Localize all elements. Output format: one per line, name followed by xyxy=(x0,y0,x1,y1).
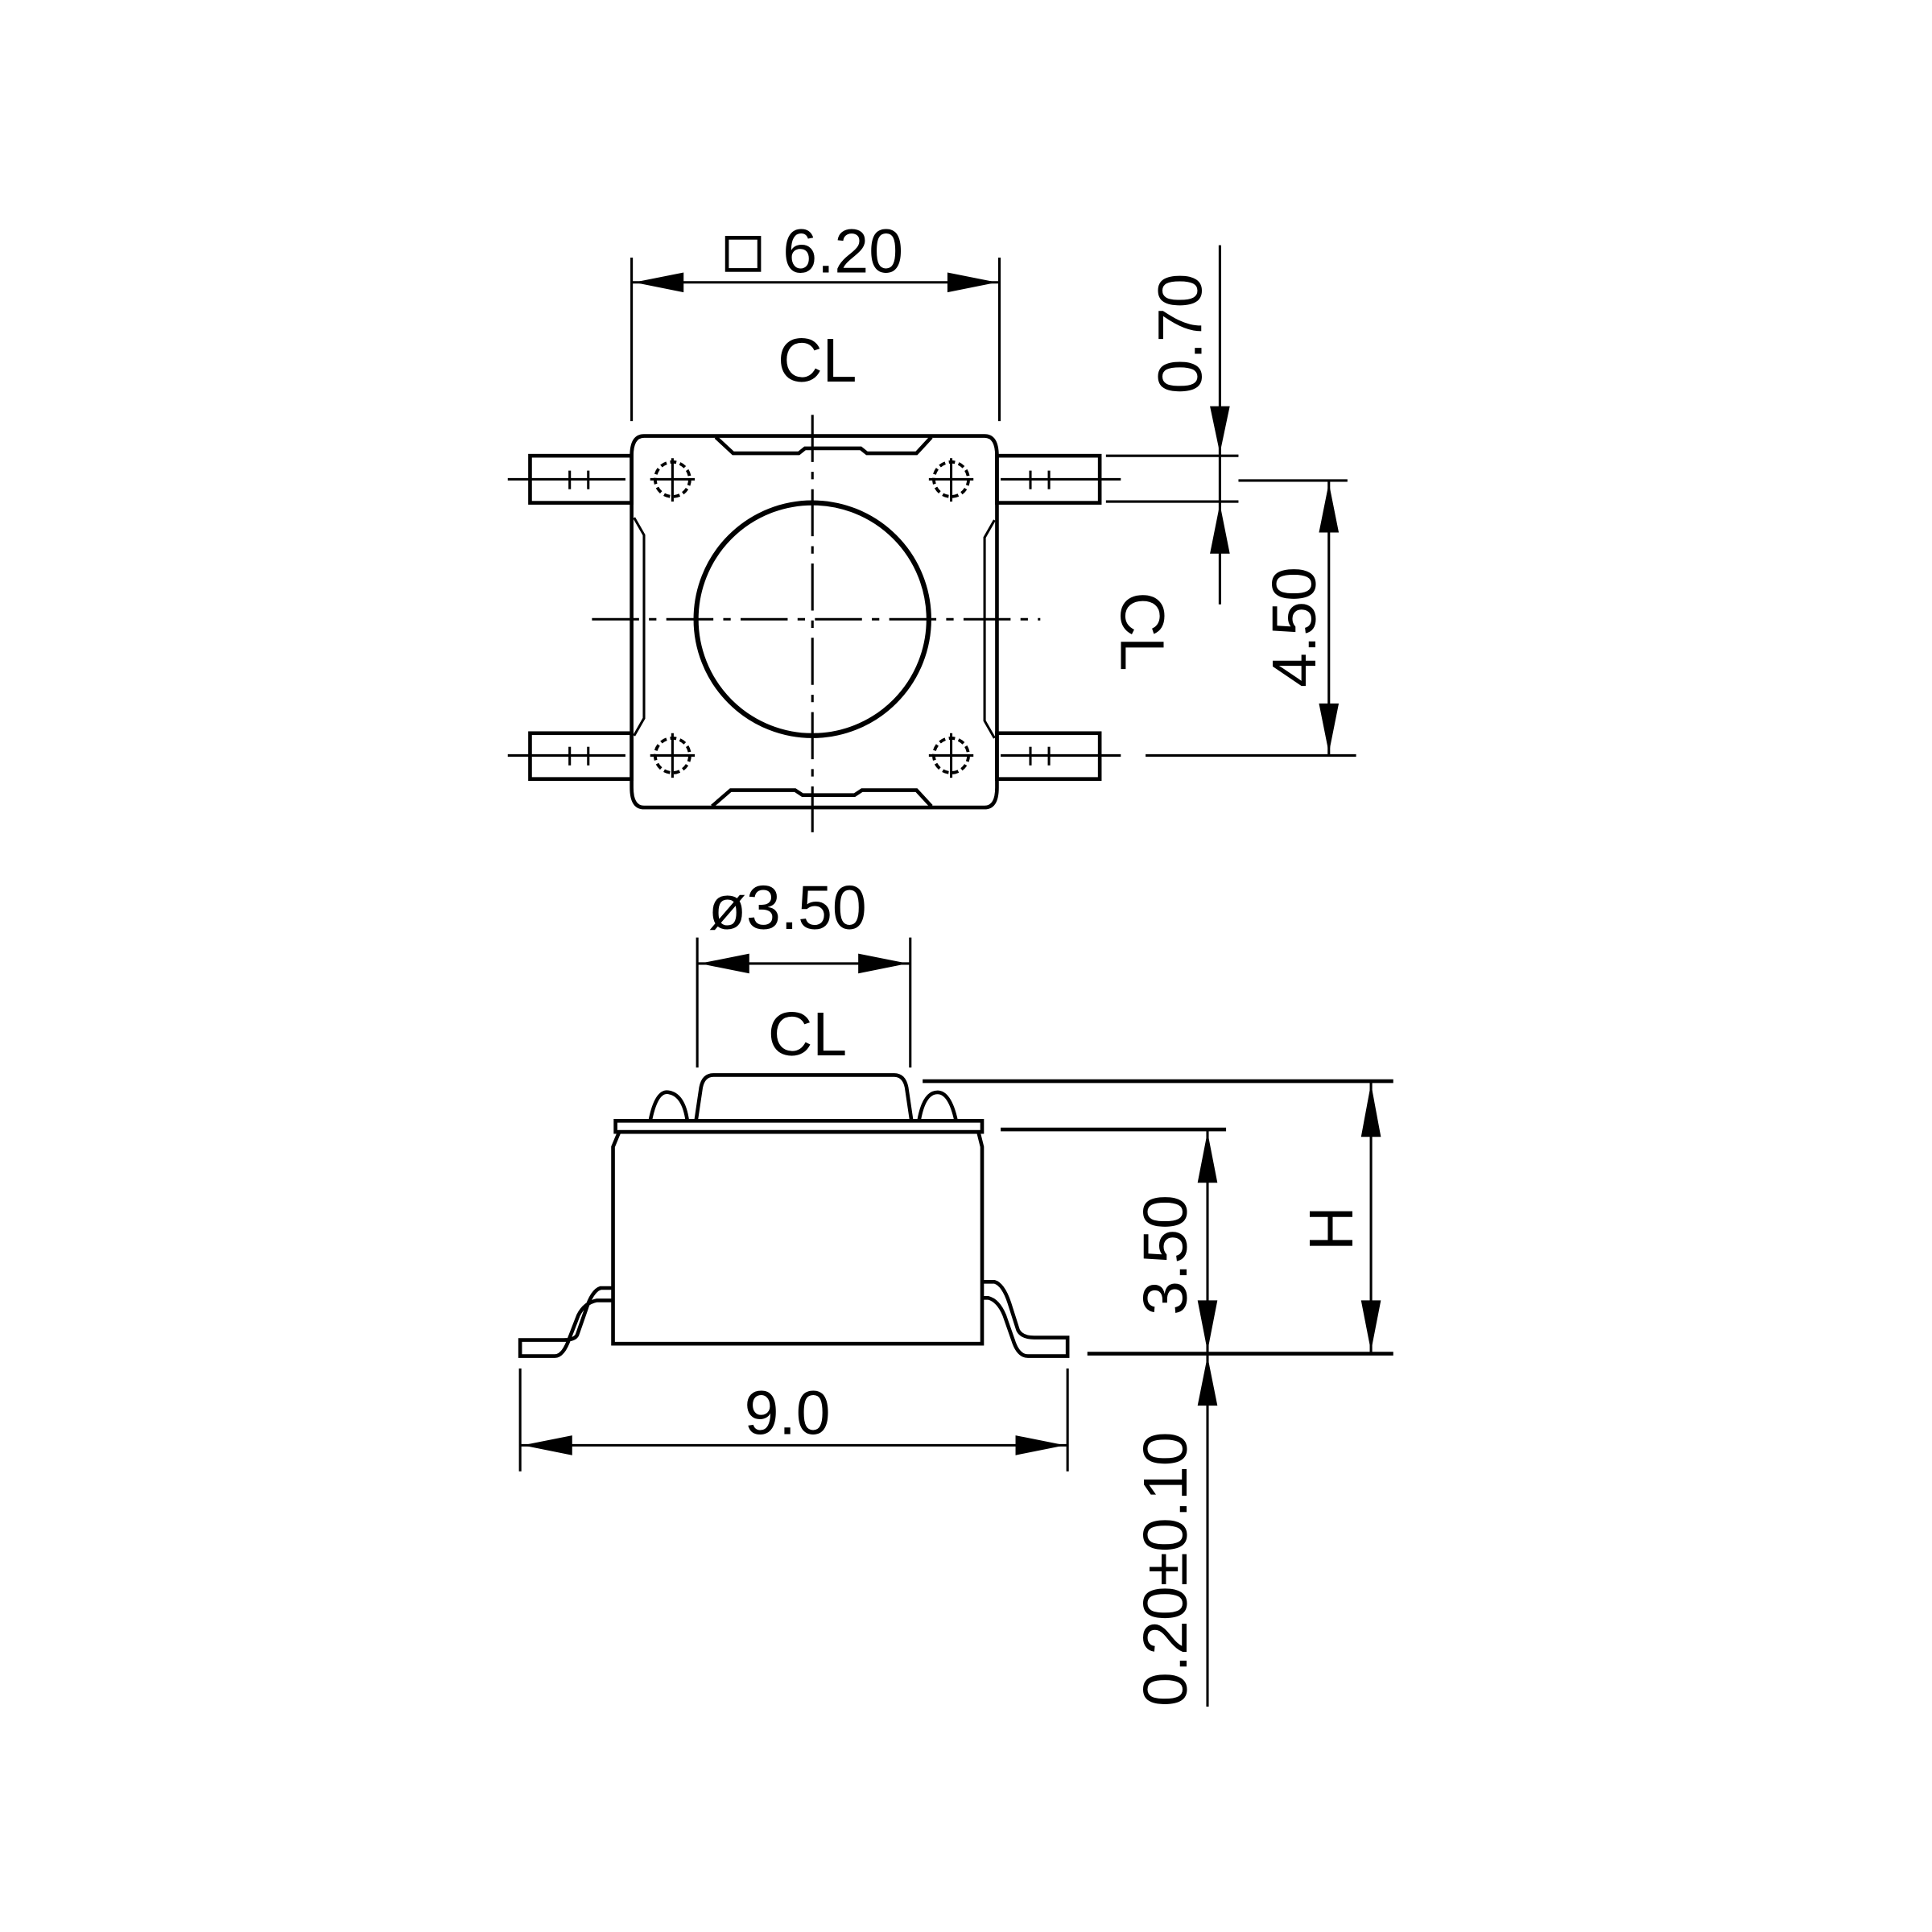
actuator-profile xyxy=(694,1073,914,1121)
dim-width-label: 6.20 xyxy=(782,217,903,286)
body-side-outline xyxy=(611,1129,985,1346)
dim-overall-length-label: 9.0 xyxy=(745,1379,831,1448)
lead-centerlines xyxy=(507,470,1121,766)
dim-standoff-label: 0.20±0.10 xyxy=(1131,1431,1200,1707)
dim-button-diameter: ø3.50 xyxy=(696,873,912,1068)
right-lead-profile xyxy=(982,1280,1070,1358)
left-rail xyxy=(633,517,646,737)
dim-total-height: H xyxy=(923,1079,1393,1356)
dim-overall-length: 9.0 xyxy=(518,1368,1069,1472)
switch-body-outline xyxy=(630,434,999,810)
centerline-symbol: CL xyxy=(1107,592,1176,671)
dim-body-height: 3.50 xyxy=(1001,1127,1227,1354)
right-rail xyxy=(983,519,996,739)
dim-body-height-label: 3.50 xyxy=(1131,1195,1200,1315)
right-bump xyxy=(917,1090,958,1121)
centerline-symbol: CL xyxy=(768,1000,847,1069)
side-view: ø3.50 CL H 3.50 0.20±0.10 9.0 xyxy=(518,873,1393,1707)
square-icon xyxy=(724,236,762,272)
bottom-notch xyxy=(711,788,933,808)
mounting-holes xyxy=(650,458,974,778)
dim-width: 6.20 xyxy=(630,217,1001,422)
dim-terminal-width-label: 0.70 xyxy=(1146,274,1215,394)
left-lead-profile xyxy=(518,1286,613,1358)
left-bump xyxy=(648,1090,690,1121)
top-view: 6.20 CL CL 0.70 4.50 xyxy=(507,217,1356,832)
dim-button-diameter-label: ø3.50 xyxy=(708,873,867,943)
dim-total-height-label: H xyxy=(1297,1206,1366,1251)
top-notch xyxy=(714,436,933,456)
dim-standoff: 0.20±0.10 xyxy=(1131,1353,1218,1707)
centerline-symbol: CL xyxy=(778,326,857,395)
dim-terminal-pitch: 4.50 xyxy=(1146,479,1356,757)
dim-terminal-pitch-label: 4.50 xyxy=(1260,567,1329,687)
dim-terminal-width: 0.70 xyxy=(1105,245,1239,605)
